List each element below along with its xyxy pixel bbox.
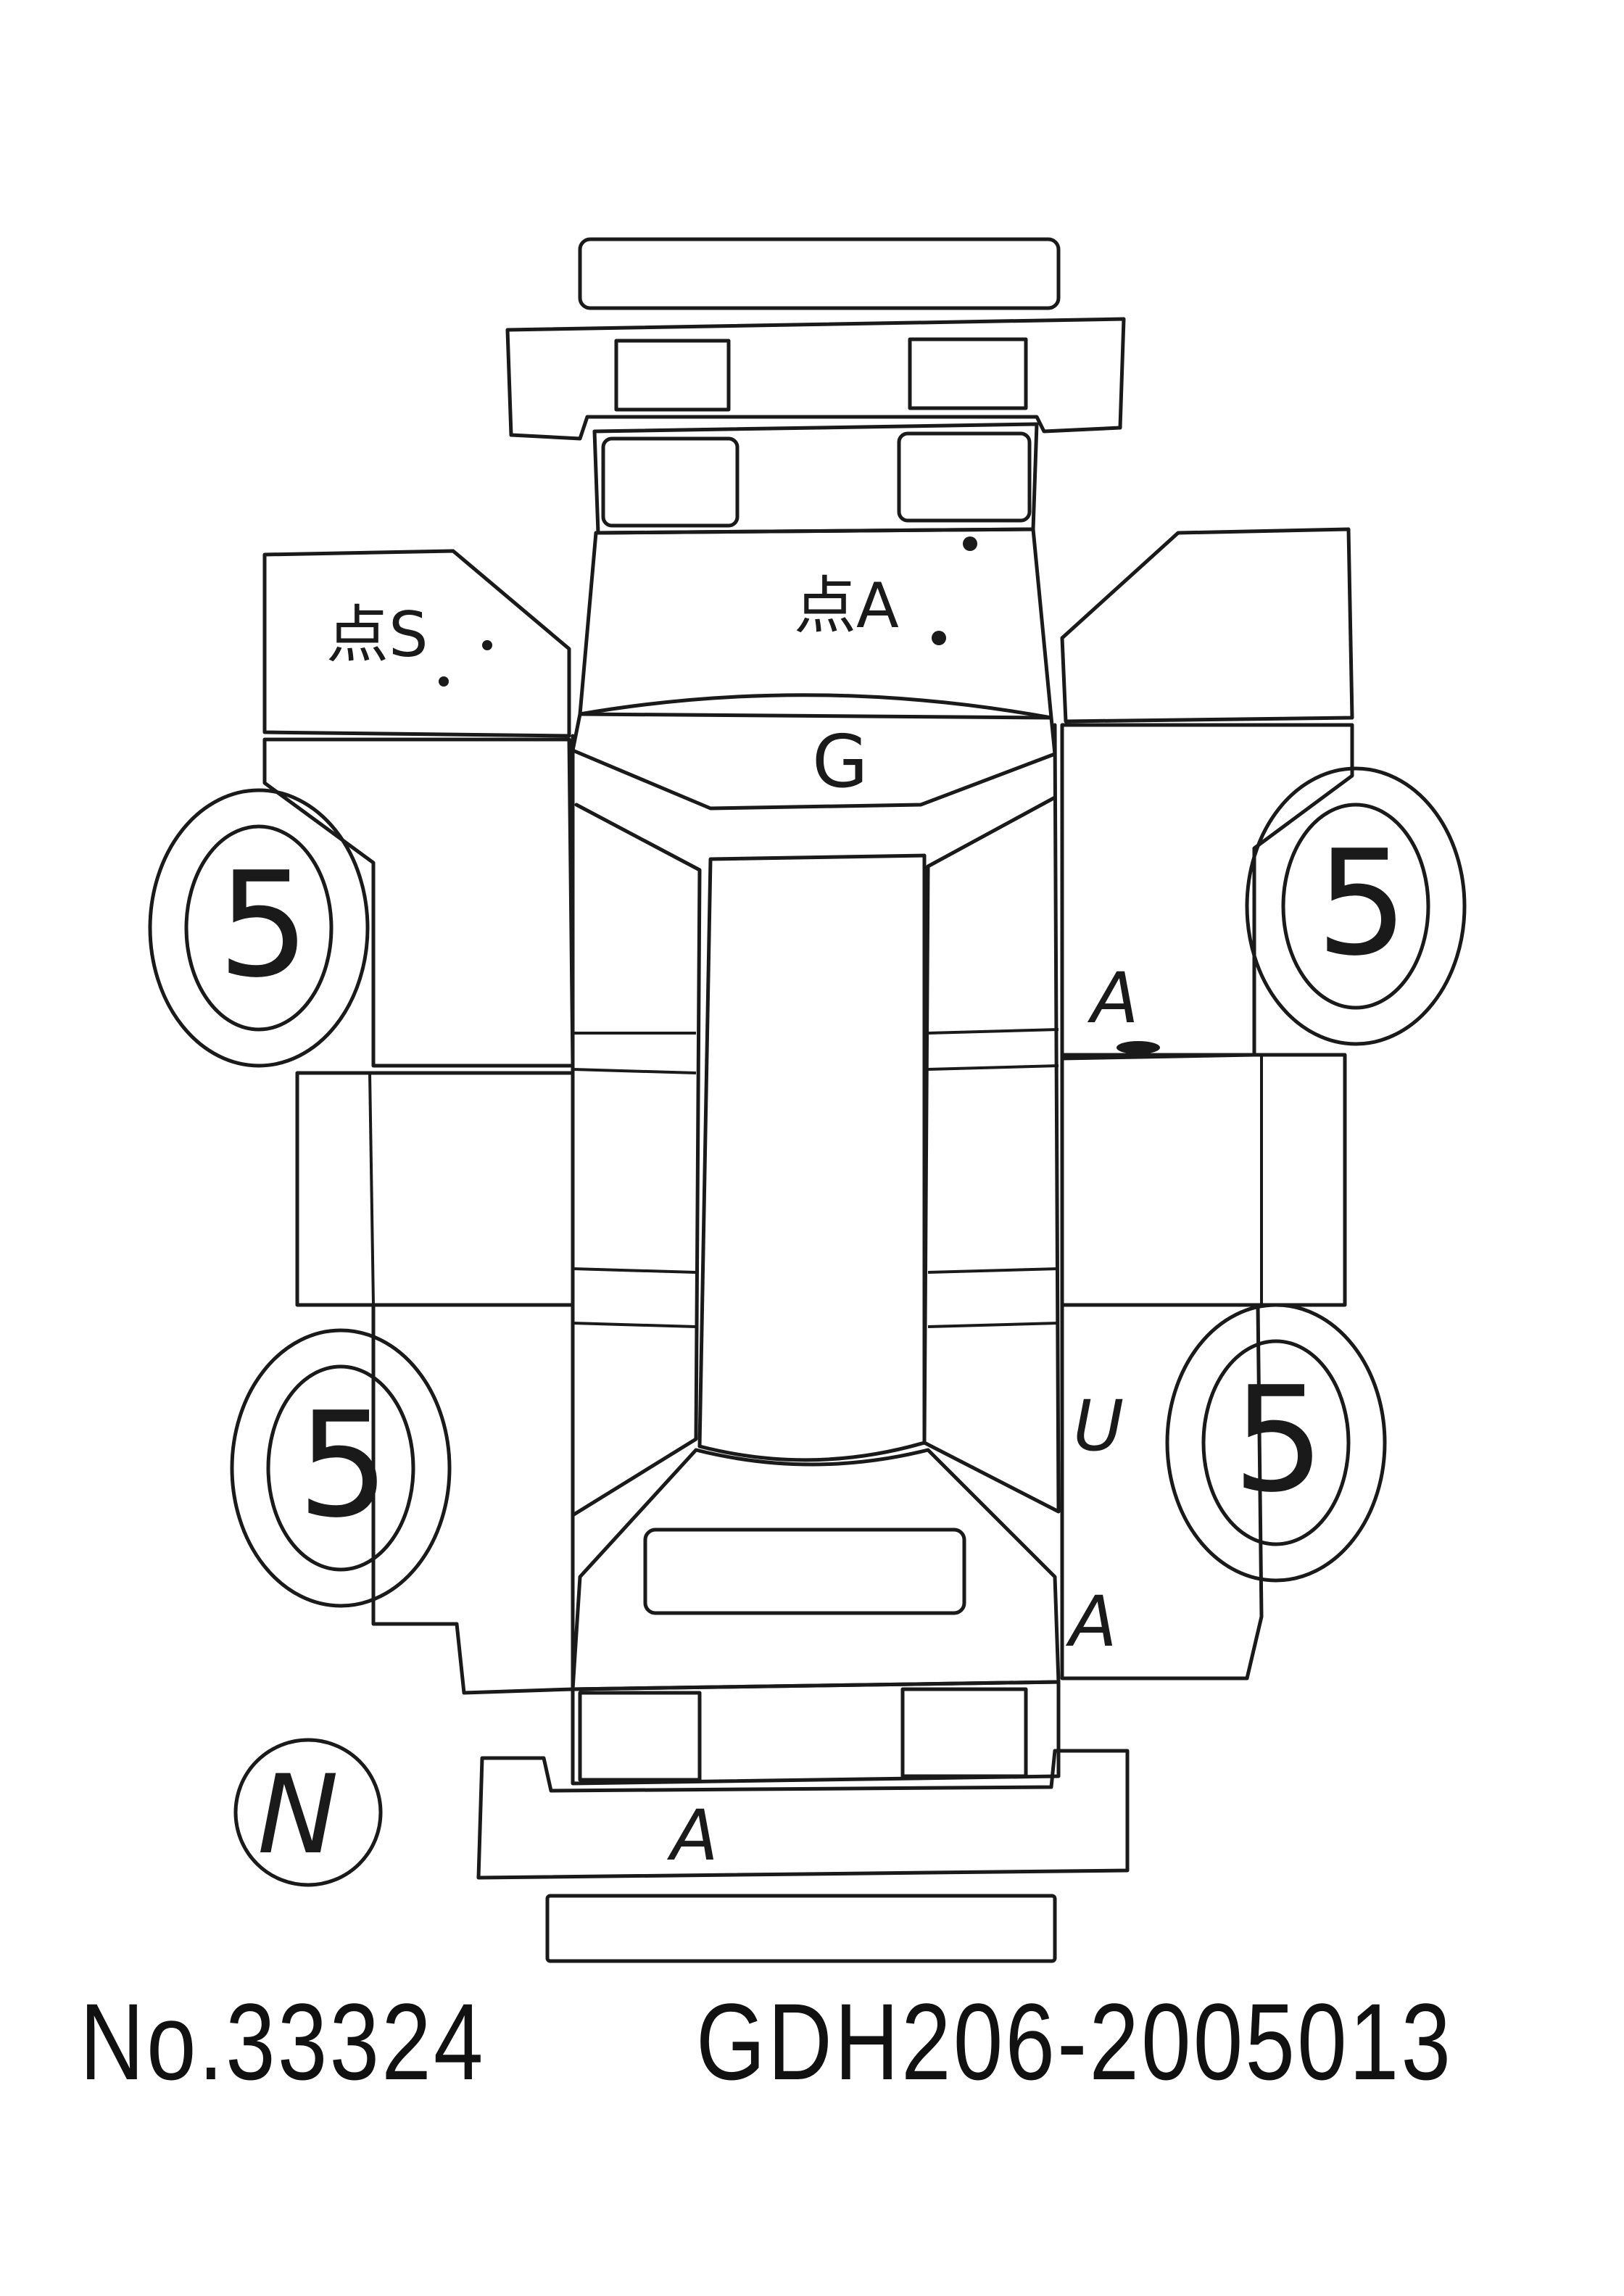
chassis-number: GDH206-2005013	[696, 1981, 1454, 2102]
headlight-left	[614, 339, 731, 412]
mark-left-front-fender: 点S	[326, 599, 428, 671]
mark-windshield: G	[812, 719, 869, 804]
mark-rear-bumper: A	[666, 1795, 718, 1876]
rear-lamp-left	[578, 1691, 702, 1782]
damage-dot	[963, 536, 977, 551]
body-right-side	[922, 723, 1061, 1514]
damage-dot	[932, 631, 946, 645]
front-lamp-left	[601, 436, 740, 528]
tailgate-panel	[571, 1448, 1061, 1691]
tire-front-right	[1245, 766, 1467, 1046]
headlight-right	[908, 337, 1028, 410]
left-door-block	[295, 1071, 575, 1307]
left-front-fender	[262, 549, 571, 738]
left-rear-quarter	[371, 1303, 575, 1695]
rear-lower-panel	[571, 1680, 1061, 1786]
damage-dot	[482, 640, 492, 650]
tire-rear-left	[230, 1328, 452, 1608]
mark-tire-front-left: 5	[218, 841, 310, 1010]
mark-circle-badge: N	[257, 1752, 339, 1878]
mark-tire-rear-right: 5	[1232, 1356, 1325, 1525]
rear-bumper-bar	[545, 1894, 1057, 1963]
front-grille	[505, 317, 1126, 441]
mark-right-front-door: A	[1087, 958, 1139, 1039]
right-front-fender	[1060, 527, 1354, 724]
front-bumper-bar	[578, 237, 1061, 310]
mark-tire-rear-left: 5	[297, 1381, 389, 1550]
damage-dot	[1116, 1041, 1160, 1054]
right-rear-quarter	[1060, 1303, 1264, 1680]
roof-panel	[697, 853, 927, 1462]
mark-right-rear-quarter: A	[1065, 1581, 1117, 1662]
circle-badge	[233, 1738, 383, 1887]
rear-lamp-right	[900, 1687, 1028, 1778]
mark-right-rear-door: U	[1073, 1385, 1124, 1467]
left-front-door	[262, 737, 575, 1068]
mark-hood: 点A	[794, 570, 899, 642]
front-lamp-right	[897, 431, 1032, 523]
damage-dot	[439, 676, 449, 687]
tire-front-left	[148, 788, 370, 1068]
right-door-block	[1060, 1053, 1347, 1307]
windshield-panel	[571, 693, 1057, 811]
tire-rear-right	[1165, 1303, 1387, 1583]
mark-tire-front-right: 5	[1316, 819, 1408, 988]
rear-license-plate	[643, 1528, 966, 1615]
stock-number: No.33324	[80, 1981, 486, 2102]
rear-bumper	[476, 1749, 1130, 1880]
body-left-side	[571, 734, 702, 1517]
